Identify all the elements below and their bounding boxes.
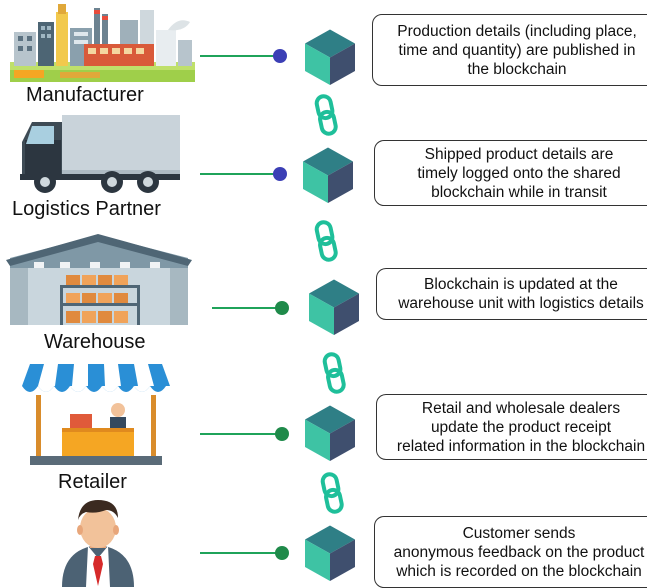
actor-label-warehouse: Warehouse [44, 331, 146, 353]
description-text: Production details (including place, tim… [397, 22, 637, 78]
warehouse-icon [6, 234, 192, 325]
connector-dot [275, 546, 289, 560]
blockchain-cube-icon [303, 147, 353, 203]
description-bubble-warehouse: Blockchain is updated at the warehouse u… [376, 268, 647, 320]
connector-dot [273, 49, 287, 63]
blockchain-cube-icon [305, 29, 355, 85]
chain-layer [314, 94, 346, 514]
description-text: Customer sends anonymous feedback on the… [393, 524, 645, 580]
description-text: Blockchain is updated at the warehouse u… [398, 276, 644, 312]
connector-dot [273, 167, 287, 181]
description-text: Shipped product details are timely logge… [417, 145, 621, 201]
connector-layer [200, 49, 289, 560]
market-stall-icon [22, 364, 170, 465]
chain-link-icon [322, 352, 346, 394]
description-bubble-logistics: Shipped product details are timely logge… [374, 140, 647, 206]
actor-label-retailer: Retailer [58, 471, 127, 493]
blockchain-cube-icon [309, 279, 359, 335]
description-text: Retail and wholesale dealers update the … [396, 399, 646, 455]
blockchain-cube-icon [305, 525, 355, 581]
actor-label-manufacturer: Manufacturer [26, 84, 144, 106]
actor-label-logistics-partner: Logistics Partner [12, 198, 161, 220]
truck-icon [20, 115, 180, 193]
businessman-icon [62, 500, 134, 587]
chain-link-icon [320, 472, 344, 514]
description-bubble-manufacturer: Production details (including place, tim… [372, 14, 647, 86]
connector-dot [275, 301, 289, 315]
description-bubble-customer: Customer sends anonymous feedback on the… [374, 516, 647, 588]
factory-icon [10, 4, 195, 82]
chain-link-icon [314, 94, 338, 136]
chain-link-icon [314, 220, 338, 262]
connector-dot [275, 427, 289, 441]
cube-layer [303, 29, 359, 581]
blockchain-cube-icon [305, 405, 355, 461]
description-bubble-retailer: Retail and wholesale dealers update the … [376, 394, 647, 460]
